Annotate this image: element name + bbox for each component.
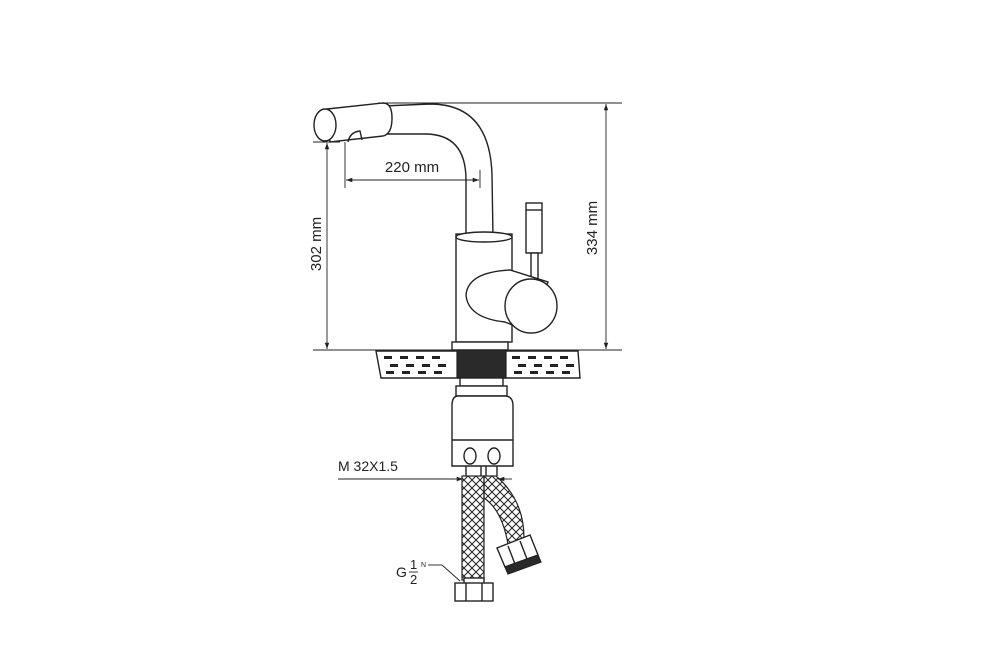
hose-fitting-straight <box>454 577 494 602</box>
mount-thread-callout: M 32X1.5 <box>338 458 512 482</box>
hose-thread-callout: G 1 2 N <box>396 557 461 587</box>
countertop-section <box>375 349 581 379</box>
dimension-spout-reach: 220 mm <box>344 142 481 188</box>
spout-reach-label: 220 mm <box>385 159 439 176</box>
dimension-spout-height: 302 mm <box>308 141 340 349</box>
hose-fitting-angled <box>496 534 542 575</box>
spout-height-label: 302 mm <box>308 217 325 271</box>
hose-thread-denominator: 2 <box>410 572 417 587</box>
total-height-label: 334 mm <box>584 201 601 255</box>
hose-thread-suffix: N <box>421 562 426 569</box>
hose-thread-numerator: 1 <box>410 557 417 572</box>
hose-thread-prefix: G <box>396 564 407 580</box>
mounting-nut <box>451 377 514 467</box>
mount-thread-label: M 32X1.5 <box>338 458 398 474</box>
faucet-body <box>313 102 558 351</box>
dimension-total-height: 334 mm <box>584 104 609 349</box>
